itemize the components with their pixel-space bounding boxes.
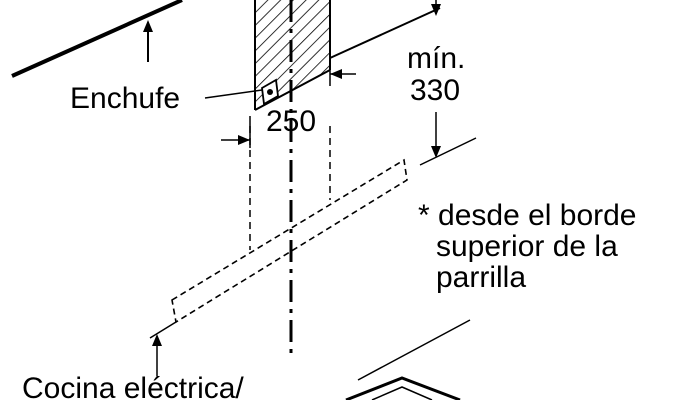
min-distance-dimension — [431, 0, 441, 158]
cooktop — [345, 376, 461, 400]
width-value: 250 — [266, 105, 316, 138]
ceiling-line — [11, 0, 183, 78]
plug-label: Enchufe — [70, 82, 180, 115]
min-label: mín. — [407, 42, 465, 75]
ceiling-arrow — [143, 20, 153, 62]
width-dimension — [221, 58, 356, 148]
hob-arrow — [149, 321, 177, 376]
min-value: 330 — [410, 74, 460, 107]
hood-outline-dashed — [171, 158, 408, 324]
wall-line — [329, 7, 441, 59]
socket-icon — [261, 78, 279, 106]
note-line-2: superior de la — [436, 230, 618, 263]
note-line-3: parrilla — [436, 261, 526, 294]
hob-label: Cocina eléctrica/ — [22, 372, 244, 400]
plug-leader-line — [204, 89, 263, 99]
note-line-1: * desde el borde — [418, 199, 637, 232]
countertop-line — [357, 319, 471, 381]
hood-reference-line — [419, 137, 477, 166]
